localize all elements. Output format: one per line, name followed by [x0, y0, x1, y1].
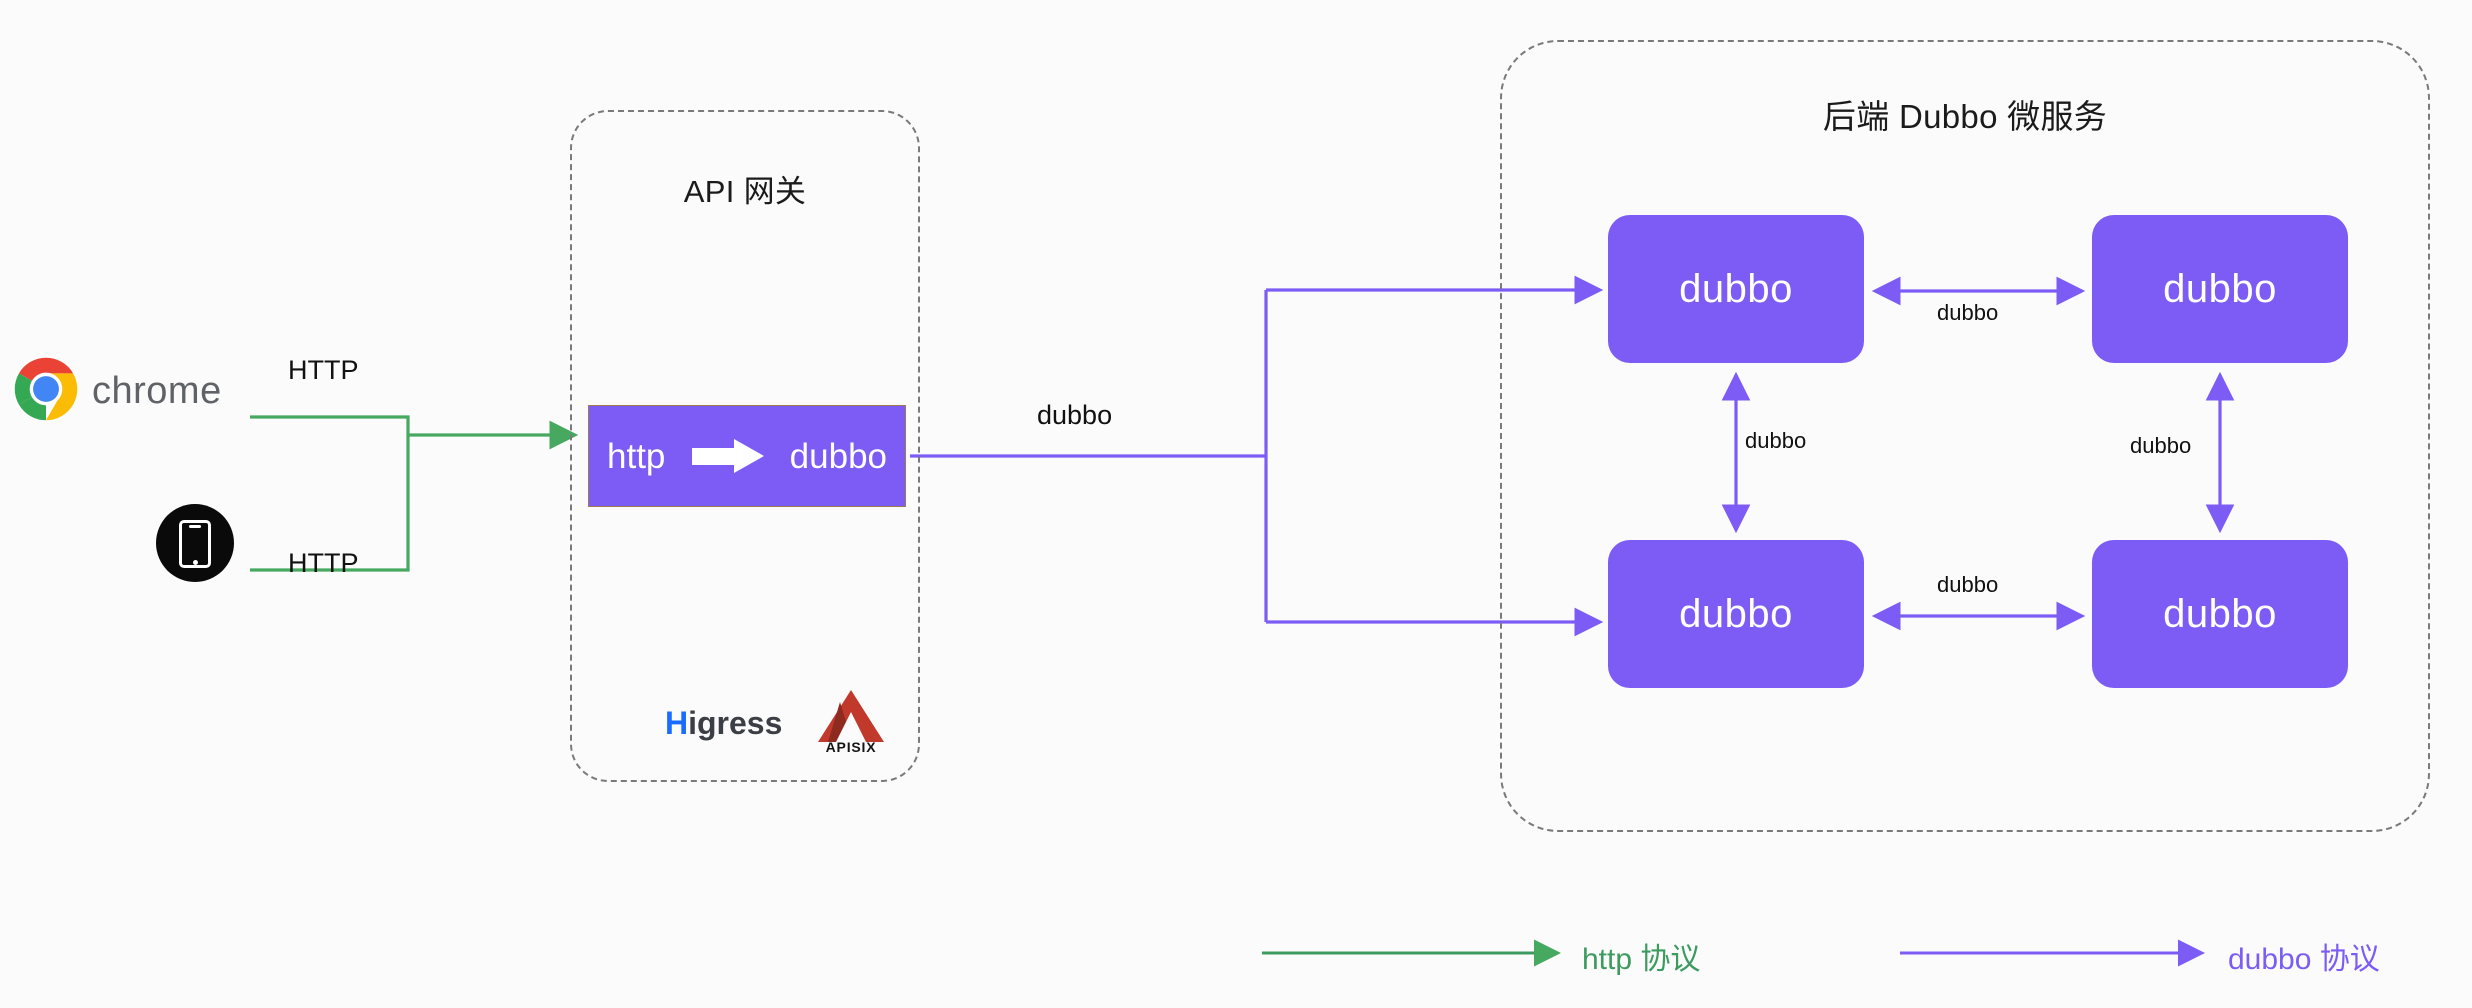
dubbo-node-top-left: dubbo — [1608, 215, 1864, 363]
convert-to-label: dubbo — [789, 436, 887, 476]
chrome-logo-icon — [12, 355, 80, 423]
dubbo-node-label: dubbo — [1679, 591, 1793, 636]
http-to-dubbo-conversion-block: http dubbo — [588, 405, 906, 507]
legend-dubbo-label: dubbo 协议 — [2228, 943, 2380, 976]
edge-label-dubbo-top-horizontal: dubbo — [1937, 300, 1999, 325]
api-gateway-title: API 网关 — [683, 174, 807, 209]
edge-label-http-top: HTTP — [288, 355, 359, 385]
higress-h-mark: H — [665, 705, 689, 741]
dubbo-node-label: dubbo — [2163, 266, 2277, 311]
backend-services-title: 后端 Dubbo 微服务 — [1822, 98, 2108, 135]
higress-logo: H igress — [665, 705, 782, 742]
edge-label-dubbo-right-vertical: dubbo — [2130, 433, 2192, 458]
edge-label-http-bottom: HTTP — [288, 548, 359, 578]
api-gateway-container — [570, 110, 920, 782]
edge-label-dubbo-trunk: dubbo — [1037, 400, 1113, 430]
legend-http-label: http 协议 — [1582, 943, 1701, 976]
convert-from-label: http — [607, 436, 666, 476]
dubbo-node-label: dubbo — [1679, 266, 1793, 311]
mobile-phone-icon — [148, 500, 236, 588]
right-block-arrow-icon — [691, 439, 764, 473]
edge-label-dubbo-left-vertical: dubbo — [1745, 428, 1807, 453]
edge-label-dubbo-bottom-horizontal: dubbo — [1937, 572, 1999, 597]
dubbo-node-label: dubbo — [2163, 591, 2277, 636]
chrome-label: chrome — [92, 370, 222, 412]
apisix-logo: APISIX — [818, 690, 884, 760]
dubbo-node-bottom-right: dubbo — [2092, 540, 2348, 688]
higress-wordmark: igress — [688, 705, 783, 741]
dubbo-node-top-right: dubbo — [2092, 215, 2348, 363]
apisix-wordmark: APISIX — [825, 739, 877, 755]
backend-dubbo-container — [1500, 40, 2430, 832]
dubbo-node-bottom-left: dubbo — [1608, 540, 1864, 688]
